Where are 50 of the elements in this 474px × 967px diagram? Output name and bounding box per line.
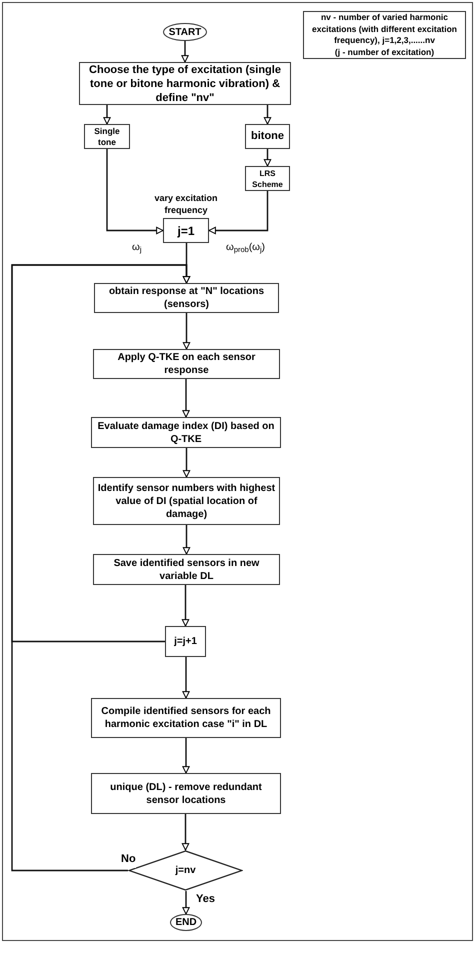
arrow bbox=[208, 191, 268, 234]
process-box bbox=[93, 554, 280, 585]
process-box bbox=[245, 166, 290, 191]
node-text: j=j+1 bbox=[174, 635, 197, 648]
arrow bbox=[182, 313, 190, 350]
node-text: bitone bbox=[251, 129, 284, 144]
process-box bbox=[91, 773, 281, 814]
node-text: j=1 bbox=[177, 222, 194, 240]
arrow bbox=[182, 585, 190, 626]
arrow bbox=[264, 105, 272, 124]
process-box bbox=[165, 626, 206, 657]
arrow bbox=[103, 105, 111, 124]
node-text: LRS Scheme bbox=[251, 168, 284, 190]
node-text: Identify sensor numbers with highest value of DI (spatial location of damage) bbox=[96, 482, 276, 520]
arrow bbox=[182, 657, 190, 698]
node-text: nv - number of varied harmonic excitations (with different excitation frequency), j=1,2,3,......nv bbox=[311, 12, 458, 46]
process-box bbox=[163, 218, 209, 243]
note-box bbox=[303, 11, 466, 59]
arrow bbox=[182, 891, 190, 914]
process-box bbox=[245, 124, 290, 149]
node-text: Evaluate damage index (DI) based on Q-TKE bbox=[96, 420, 276, 446]
arrow bbox=[182, 814, 190, 850]
process-box bbox=[94, 283, 279, 313]
process-box bbox=[91, 698, 281, 738]
node-text: j=nv bbox=[175, 864, 196, 877]
node-text: unique (DL) - remove redundant sensor locations bbox=[109, 780, 263, 806]
node-text: END bbox=[175, 916, 197, 929]
process-box bbox=[91, 417, 281, 448]
edge-label: ω$_{prob}$(ω$_{j}$) bbox=[226, 240, 265, 255]
arrow bbox=[264, 149, 272, 166]
node-text: Save identified sensors in new variable DL bbox=[112, 556, 260, 582]
node-text: START bbox=[168, 26, 202, 40]
node-text: Choose the type of excitation (single tone or bitone harmonic vibration) & define "nv" bbox=[88, 62, 282, 104]
terminal-ellipse bbox=[170, 914, 202, 931]
process-box bbox=[84, 124, 130, 149]
node-text: Apply Q-TKE on each sensor response bbox=[116, 351, 256, 377]
arrow bbox=[182, 525, 190, 554]
node-text: Single tone bbox=[93, 126, 121, 148]
process-box bbox=[93, 349, 280, 379]
arrow bbox=[182, 738, 190, 774]
arrow bbox=[182, 448, 190, 478]
arrow bbox=[182, 379, 190, 418]
node-caption: vary excitation frequency bbox=[153, 192, 219, 216]
node-text: obtain response at "N" locations (sensors) bbox=[108, 285, 266, 311]
arrow bbox=[181, 41, 189, 62]
node-text: (j - number of excitation) bbox=[334, 46, 434, 58]
arrow bbox=[106, 149, 164, 234]
terminal-ellipse bbox=[163, 23, 207, 41]
node-text: Compile identified sensors for each harmonic excitation case "i" in DL bbox=[100, 705, 272, 731]
arrow bbox=[11, 264, 190, 872]
